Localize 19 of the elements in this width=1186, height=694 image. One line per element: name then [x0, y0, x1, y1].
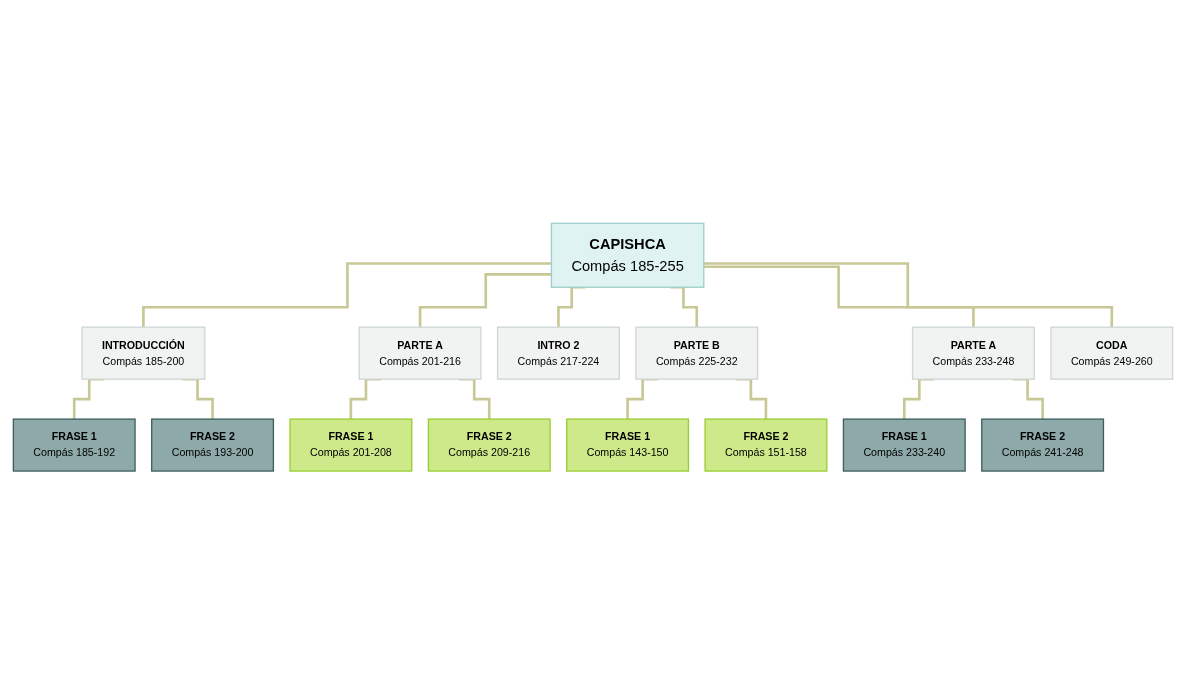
- node-box: FRASE 2 Compás 209-216: [427, 418, 551, 472]
- node-box: PARTE B Compás 225-232: [635, 326, 759, 380]
- node-box: FRASE 2 Compás 193-200: [151, 418, 275, 472]
- node-box: FRASE 1 Compás 143-150: [566, 418, 690, 472]
- node-box: CODA Compás 249-260: [1050, 326, 1174, 380]
- node-box: PARTE A Compás 201-216: [358, 326, 482, 380]
- connector: [703, 265, 975, 329]
- connector: [418, 272, 552, 329]
- connector: [703, 261, 1114, 329]
- node-box: FRASE 2 Compás 151-158: [704, 418, 828, 472]
- node-box: CAPISHCA Compás 185-255: [550, 222, 705, 288]
- node-box: FRASE 1 Compás 233-240: [842, 418, 966, 472]
- node-box: PARTE A Compás 233-248: [911, 326, 1035, 380]
- connector: [142, 261, 552, 329]
- node-box: FRASE 1 Compás 201-208: [289, 418, 413, 472]
- node-box: INTRO 2 Compás 217-224: [496, 326, 620, 380]
- node-box: FRASE 2 Compás 241-248: [981, 418, 1105, 472]
- node-box: FRASE 1 Compás 185-192: [12, 418, 136, 472]
- node-box: INTRODUCCIÓN Compás 185-200: [81, 326, 206, 380]
